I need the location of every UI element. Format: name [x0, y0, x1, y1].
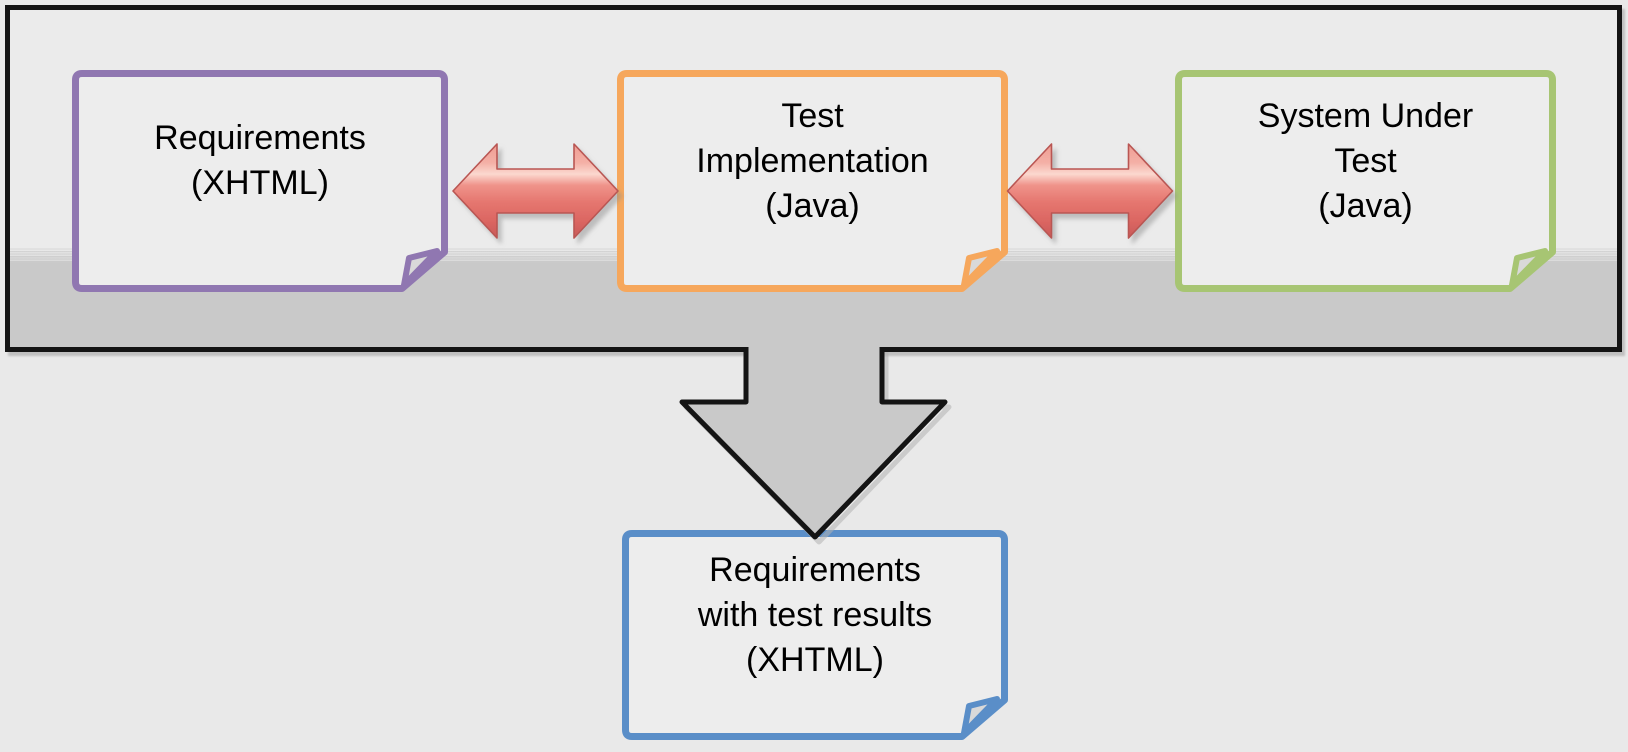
system-under-test-box: System Under Test (Java) [1175, 70, 1556, 292]
double-arrow-icon [452, 143, 619, 239]
double-arrow-icon [1006, 143, 1174, 239]
folded-note-shape [72, 70, 448, 292]
note-outline [1175, 70, 1556, 292]
label-line: Requirements [154, 119, 366, 157]
label-line: Implementation [696, 141, 929, 180]
down-arrow-outline [679, 347, 948, 540]
note-fold-corner [961, 248, 1000, 288]
folded-note-shape [1175, 70, 1556, 292]
label-line: Test [1334, 141, 1397, 180]
test-implementation-box: Test Implementation (Java) [617, 70, 1008, 292]
note-outline [622, 530, 1008, 740]
note-fold-corner [401, 248, 440, 288]
requirements-with-test-results-box: Requirements with test results (XHTML) [622, 530, 1008, 740]
requirements-with-test-results-box-label: Requirements with test results (XHTML) [622, 530, 1008, 740]
note-fold-corner [1509, 248, 1548, 288]
test-implementation-box-label: Test Implementation (Java) [617, 70, 1008, 292]
system-under-test-box-label: System Under Test (Java) [1175, 70, 1556, 292]
label-line: Test [781, 96, 844, 135]
note-fold-corner [961, 696, 1000, 736]
label-line: with test results [697, 595, 933, 634]
label-line: (Java) [1318, 186, 1413, 225]
note-outline [617, 70, 1008, 292]
label-line: (XHTML) [191, 164, 329, 202]
label-line: (Java) [765, 186, 860, 225]
requirements-box: Requirements (XHTML) [72, 70, 448, 292]
note-outline [72, 70, 448, 292]
requirements-box-label: Requirements (XHTML) [72, 70, 448, 292]
label-line: Requirements [709, 550, 921, 589]
label-line: System Under [1257, 96, 1474, 135]
down-arrow-fill [682, 332, 945, 537]
down-arrow-icon [679, 332, 952, 545]
folded-note-shape [617, 70, 1008, 292]
folded-note-shape [622, 530, 1008, 740]
label-line: (XHTML) [746, 640, 884, 679]
